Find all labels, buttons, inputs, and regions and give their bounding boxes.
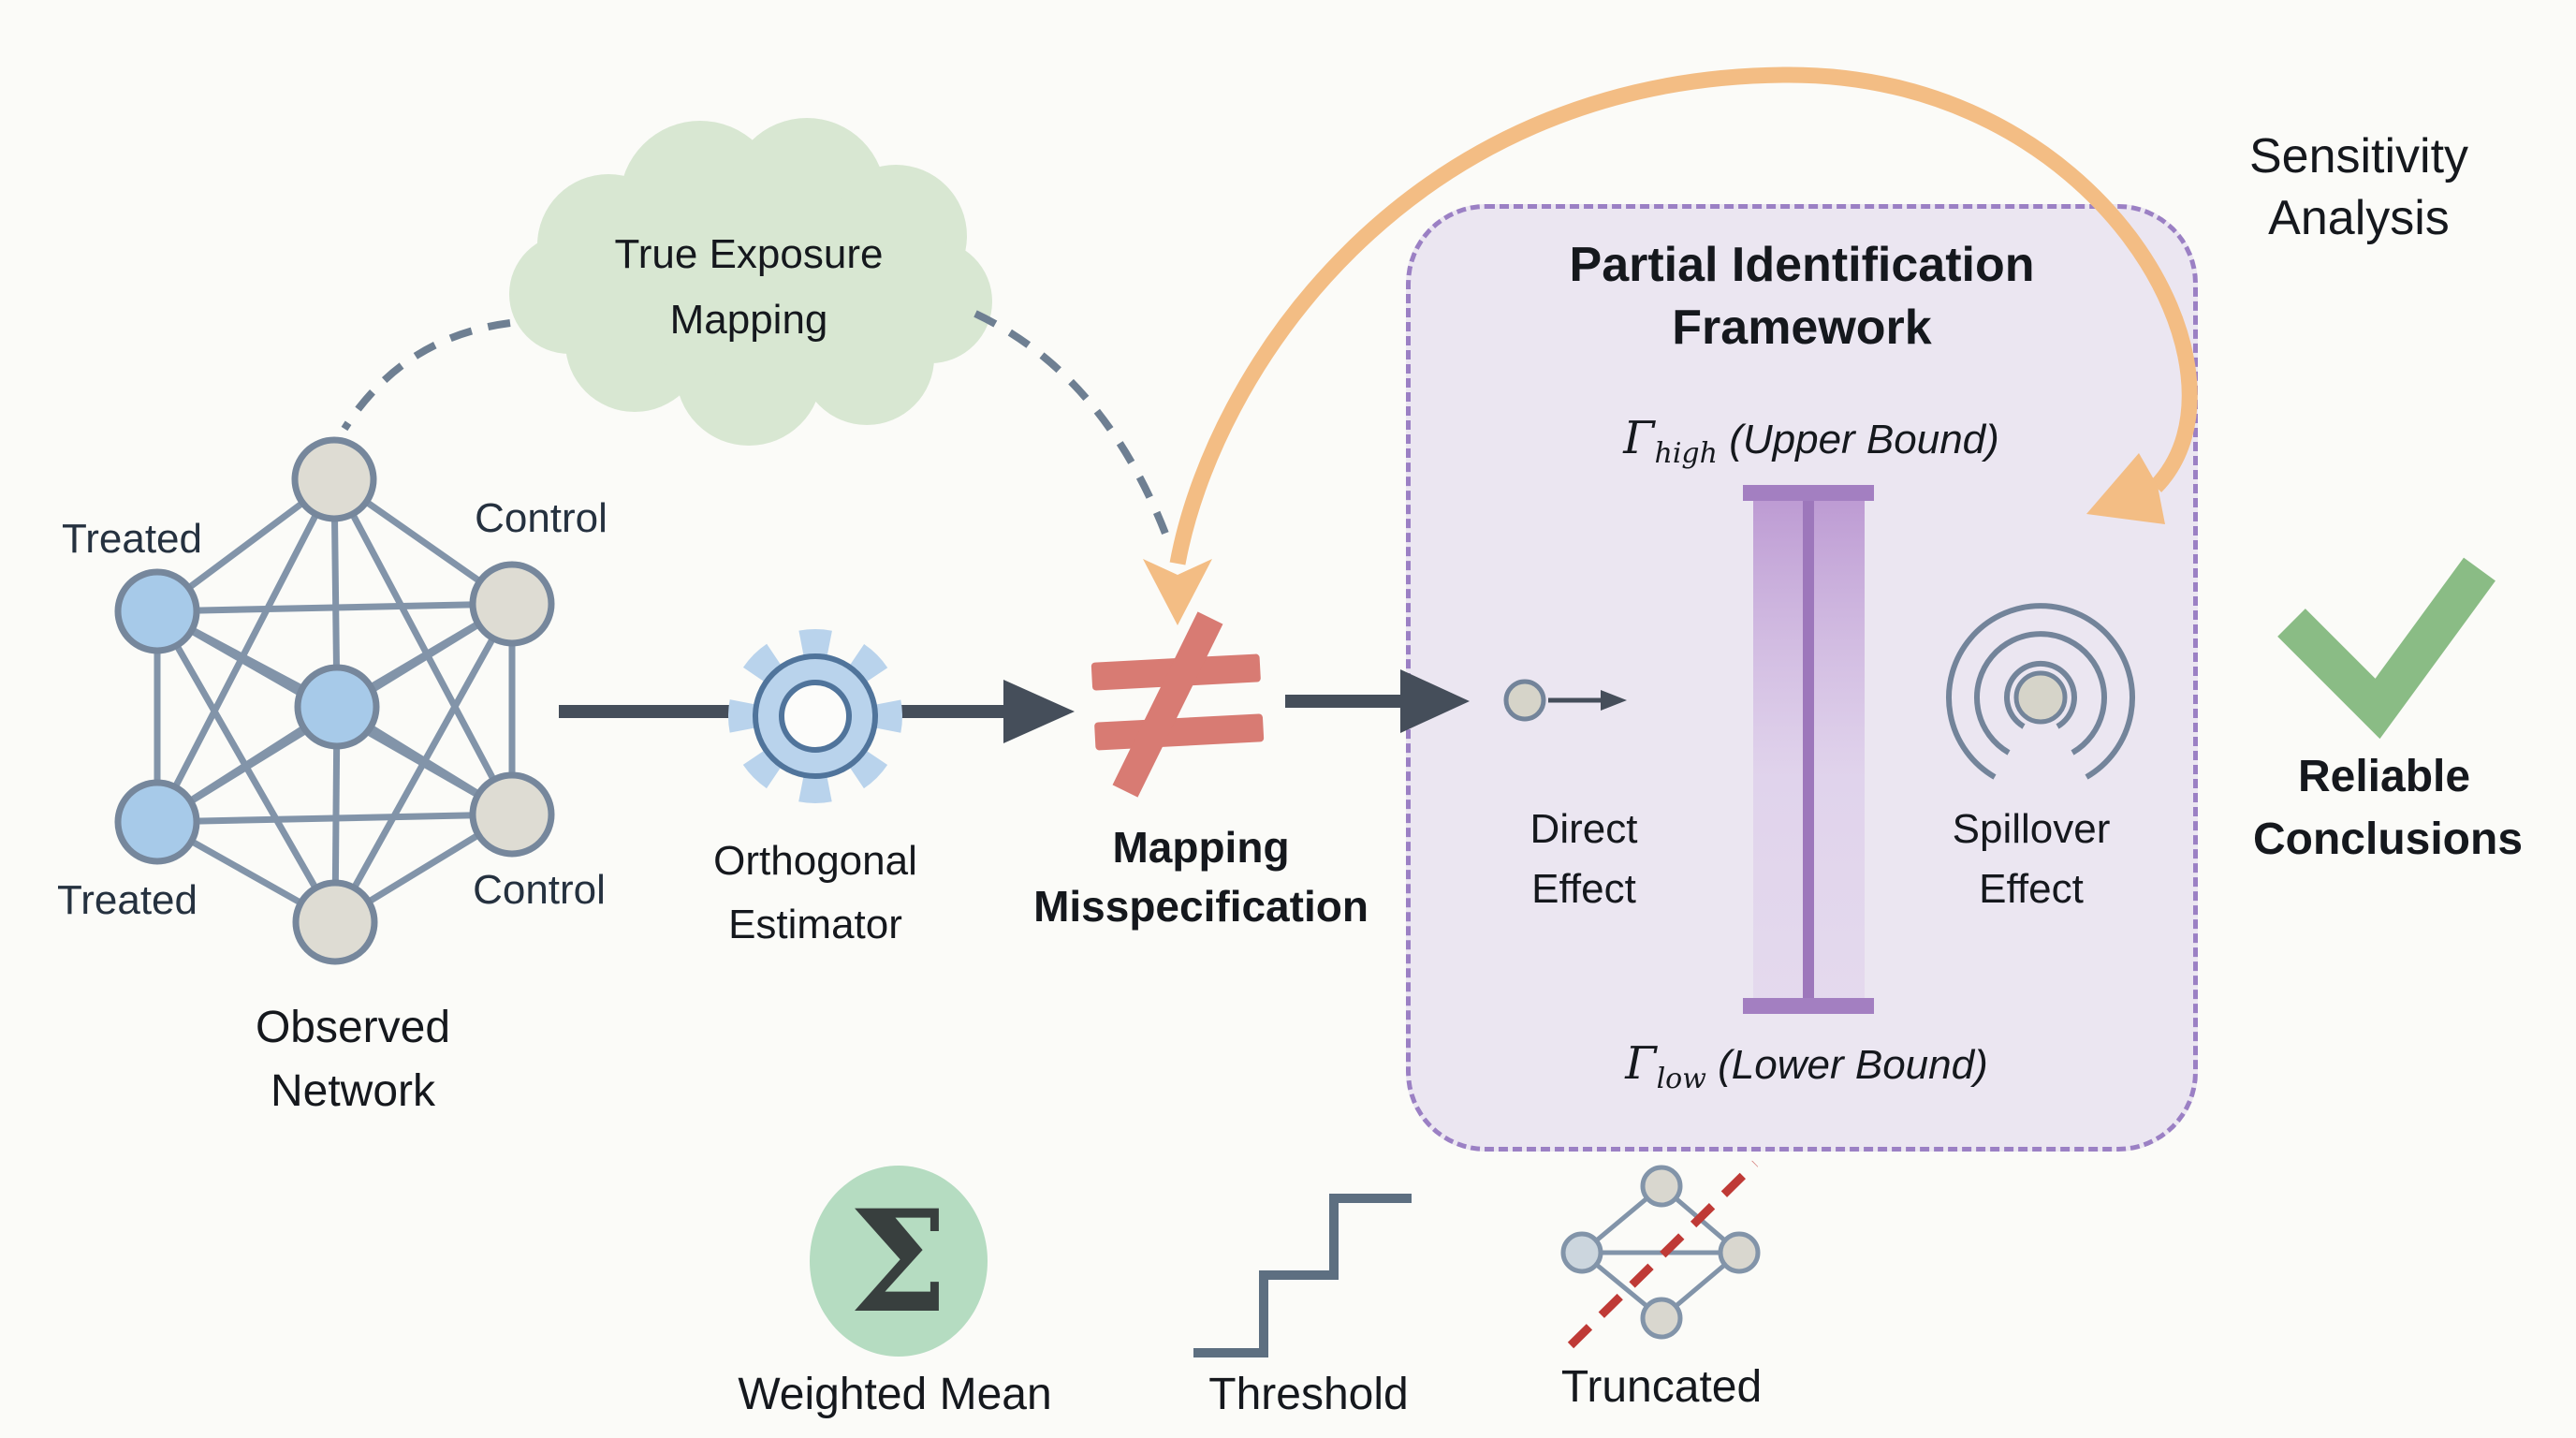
threshold-label: Threshold: [1208, 1370, 1409, 1419]
reliable-conclusions-label-line1: Reliable: [2297, 752, 2471, 801]
direct-effect-label-line2: Effect: [1531, 866, 1636, 912]
sigma-icon: Σ: [848, 1180, 949, 1344]
spillover-effect-label-line2: Effect: [1979, 866, 2084, 912]
network-node-control: [469, 771, 555, 858]
truncated-label: Truncated: [1560, 1362, 1763, 1412]
true-exposure-cloud-icon: [509, 118, 992, 446]
lower-bound-text: (Lower Bound): [1705, 1042, 1988, 1088]
network-node-treated: [114, 568, 200, 654]
treated-label-bottom: Treated: [56, 877, 198, 923]
orthogonal-estimator-label-line1: Orthogonal: [713, 838, 917, 884]
identification-interval-icon: [1743, 485, 1874, 1014]
upper-bound-text: (Upper Bound): [1717, 417, 1999, 462]
upper-bound-label: Γhigh (Upper Bound): [1623, 416, 1999, 468]
cloud-label-line1: True Exposure: [614, 231, 884, 277]
observed-network-caption-line2: Network: [270, 1066, 436, 1116]
network-node-treated: [294, 664, 380, 750]
sensitivity-label-line2: Analysis: [2268, 191, 2450, 245]
reliable-conclusions-label-line2: Conclusions: [2252, 814, 2524, 864]
gamma-symbol: Γ: [1625, 1037, 1657, 1090]
observed-network-icon: [114, 436, 555, 965]
observed-network-caption-line1: Observed: [255, 1003, 451, 1052]
truncation-cut-line-icon: [1567, 1160, 1759, 1349]
spillover-effect-label-line1: Spillover: [1952, 806, 2111, 852]
gamma-subscript: high: [1654, 437, 1718, 470]
sensitivity-label-line1: Sensitivity: [2248, 129, 2469, 183]
orthogonal-estimator-label-line2: Estimator: [728, 902, 902, 947]
direct-effect-label-line1: Direct: [1530, 806, 1638, 852]
network-node-control: [469, 561, 555, 647]
framework-title-line2: Framework: [1672, 301, 1932, 355]
network-node-treated: [114, 779, 200, 865]
weighted-mean-circle: [810, 1166, 988, 1357]
misspecification-label-line1: Mapping: [1112, 823, 1290, 872]
gamma-subscript: low: [1656, 1063, 1706, 1095]
network-node-control: [292, 879, 378, 965]
misspecification-label-line2: Misspecification: [1033, 882, 1368, 931]
threshold-stairs-icon: [1193, 1194, 1412, 1357]
truncated-network-icon: [1560, 1160, 1761, 1349]
exposure-link-dashed-left-icon: [341, 319, 511, 432]
control-label-bottom: Control: [473, 867, 606, 913]
network-node-control: [291, 436, 377, 522]
cloud-label-line2: Mapping: [669, 297, 828, 343]
control-label-top: Control: [475, 495, 607, 541]
not-equal-icon: [1090, 611, 1265, 798]
check-icon: [2277, 557, 2496, 740]
sensitivity-arrow-icon: [1143, 66, 2198, 625]
spillover-waves-icon: [1946, 603, 2135, 780]
lower-bound-label: Γlow (Lower Bound): [1625, 1041, 1987, 1093]
weighted-mean-label: Weighted Mean: [738, 1370, 1052, 1419]
flow-arrow-2-icon: [1285, 669, 1470, 733]
gear-icon: [728, 629, 902, 803]
direct-effect-node-icon: [1503, 679, 1627, 722]
gamma-symbol: Γ: [1623, 412, 1655, 464]
exposure-link-dashed-right-icon: [973, 310, 1171, 540]
framework-title-line1: Partial Identification: [1569, 238, 2035, 292]
treated-label-top: Treated: [61, 516, 203, 562]
